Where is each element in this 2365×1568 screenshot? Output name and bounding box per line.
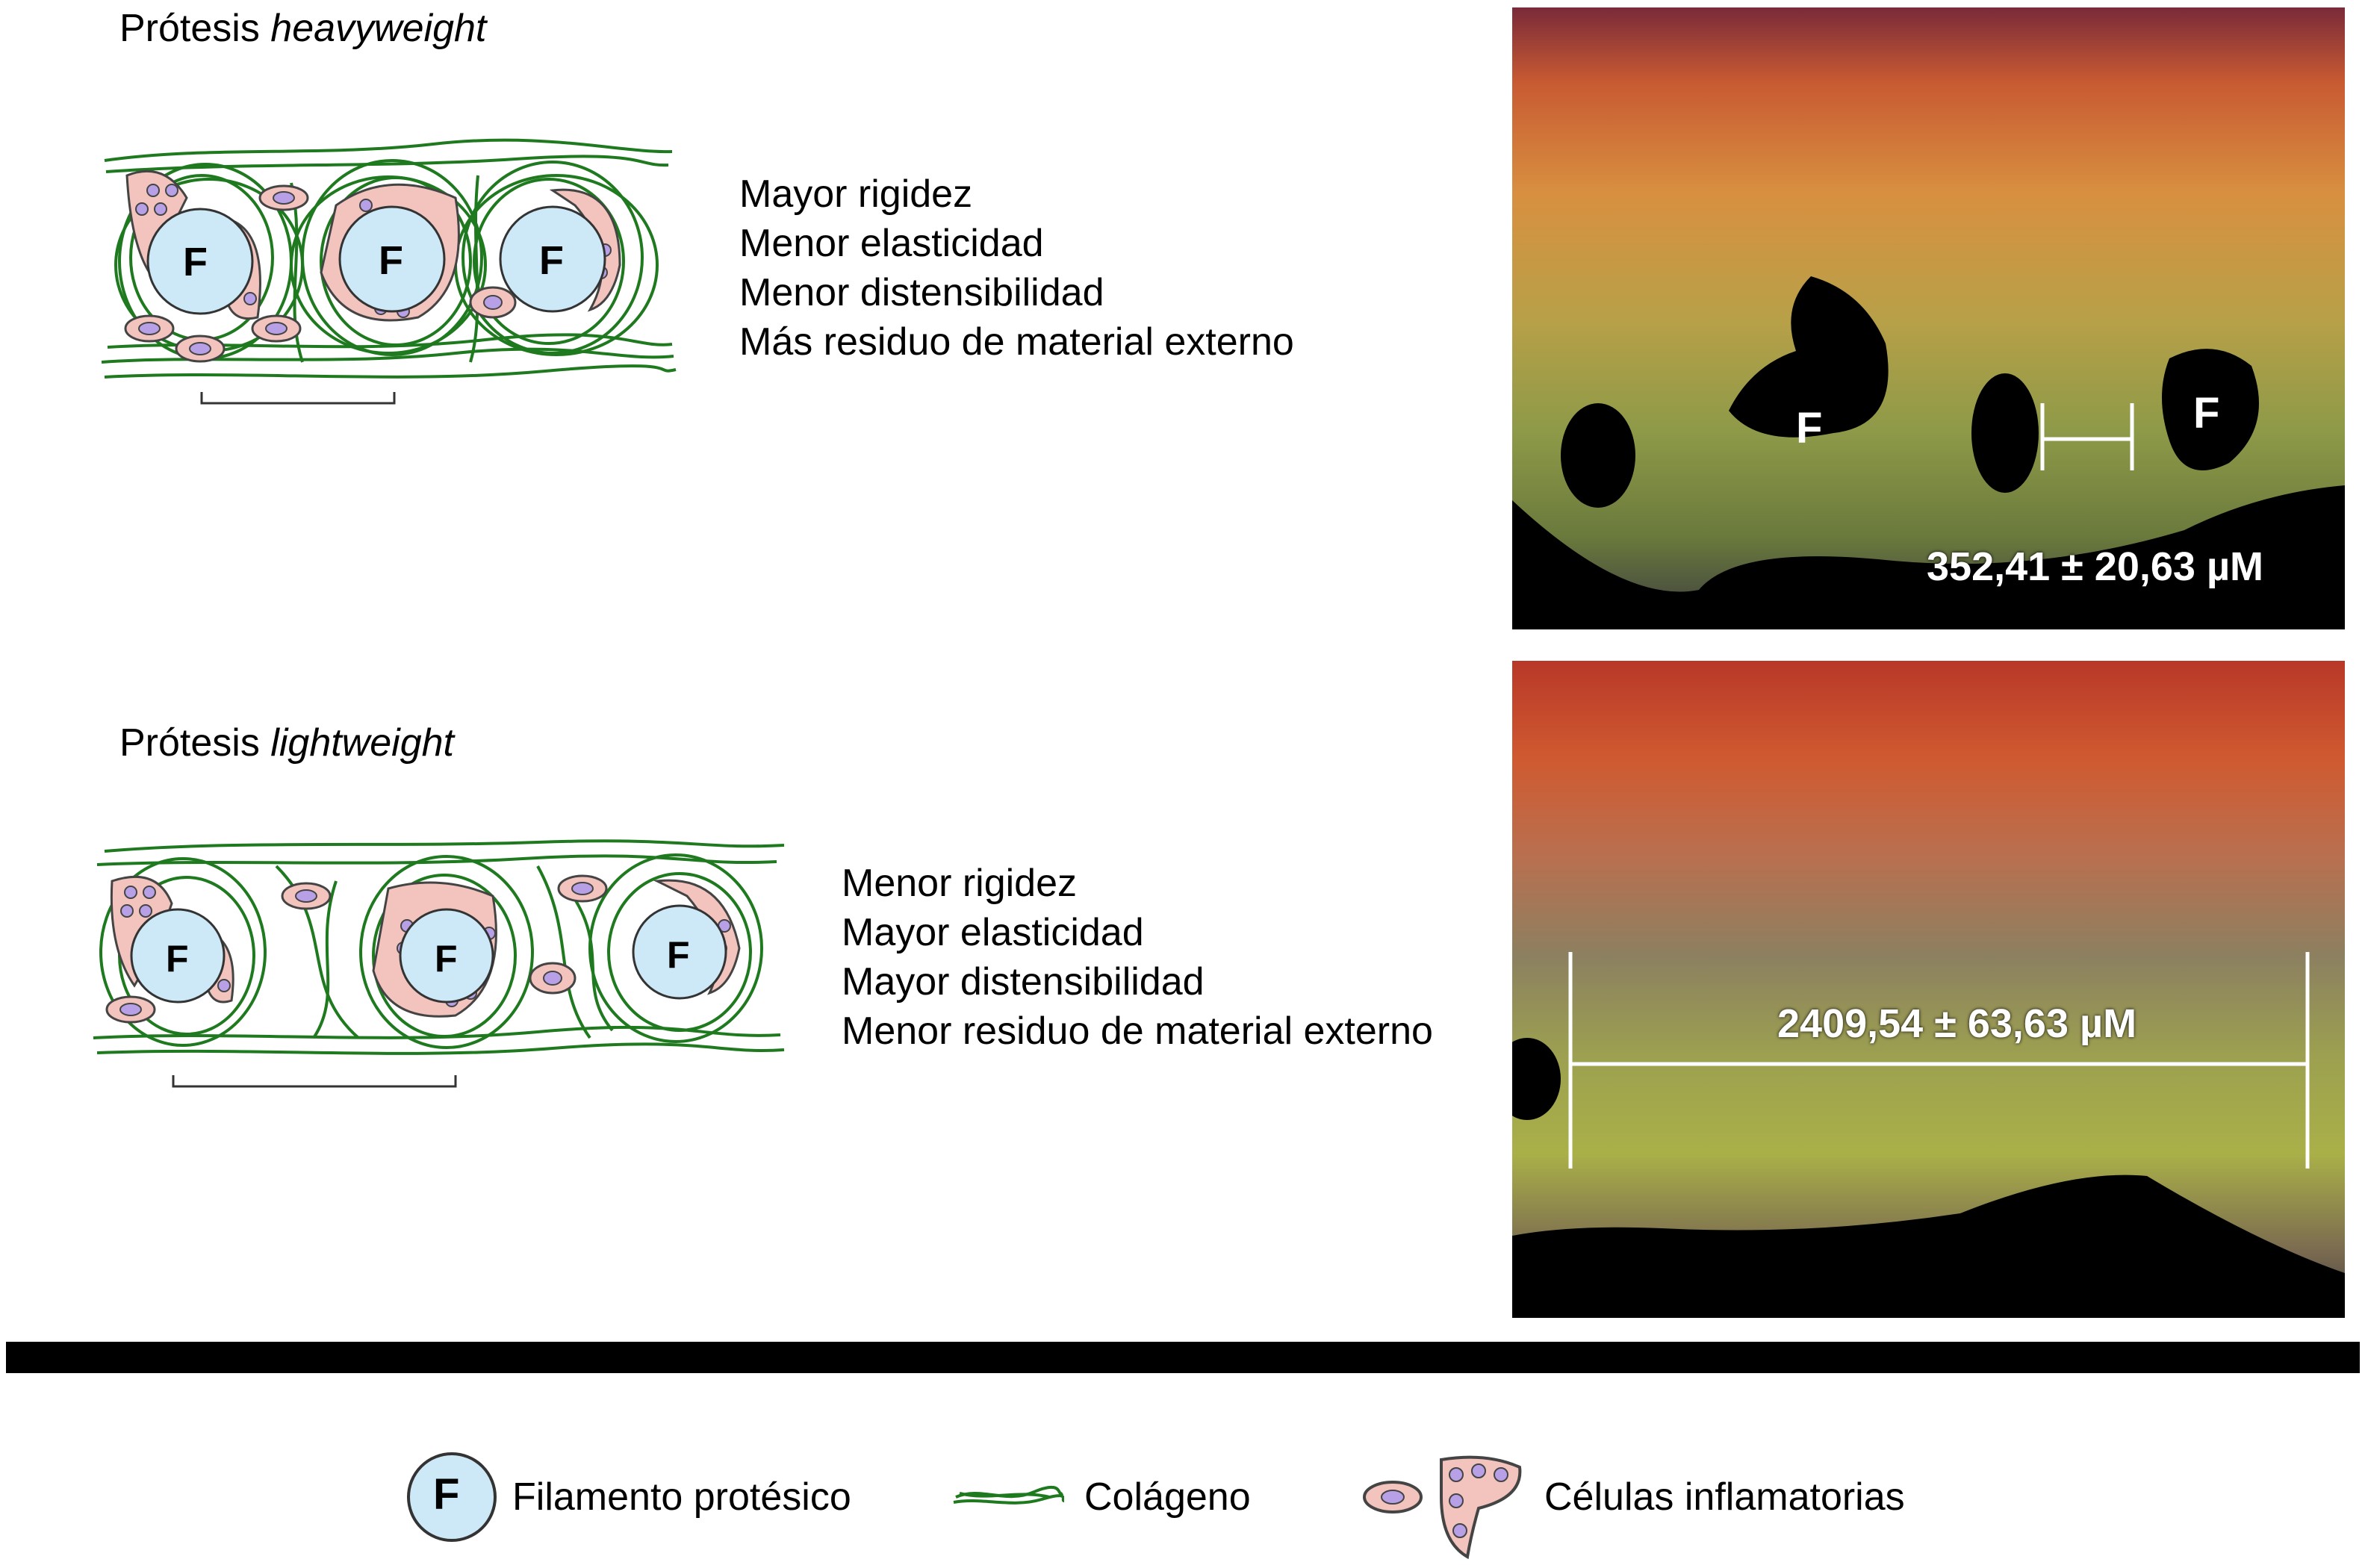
legend: F Filamento protésico Colágeno Células i… — [0, 1419, 2365, 1568]
heavyweight-micrograph: F F 352,41 ± 20,63 µM — [1512, 7, 2345, 629]
spacing-measure-line — [1570, 952, 2307, 1169]
legend-divider — [6, 1342, 2360, 1373]
filament-legend-symbol: F — [433, 1469, 459, 1519]
legend-filament-label: Filamento protésico — [512, 1475, 851, 1519]
collagen-legend-icon — [952, 1478, 1064, 1516]
property-item: Menor rigidez — [842, 859, 1433, 908]
measurement-label: 2409,54 ± 63,63 µM — [1777, 1001, 2136, 1047]
property-item: Menor elasticidad — [739, 219, 1294, 268]
lightweight-properties: Menor rigidez Mayor elasticidad Mayor di… — [842, 859, 1433, 1056]
lightweight-micrograph: 2409,54 ± 63,63 µM — [1512, 661, 2345, 1318]
filament-label: F — [2193, 388, 2219, 438]
property-item: Menor distensibilidad — [739, 268, 1294, 317]
lightweight-title: Prótesis lightweight — [119, 721, 454, 765]
spacing-bracket — [173, 1075, 456, 1086]
legend-cells-label: Células inflamatorias — [1544, 1475, 1905, 1519]
heavyweight-title: Prótesis heavyweight — [119, 6, 486, 51]
property-item: Menor residuo de material externo — [842, 1007, 1433, 1056]
filament-label: F — [183, 239, 208, 285]
legend-collagen-label: Colágeno — [1084, 1475, 1251, 1519]
heavyweight-properties: Mayor rigidez Menor elasticidad Menor di… — [739, 169, 1294, 367]
measurement-label: 352,41 ± 20,63 µM — [1927, 544, 2263, 590]
property-item: Mayor elasticidad — [842, 908, 1433, 957]
cells-legend-icon — [1359, 1452, 1531, 1564]
property-item: Mayor distensibilidad — [842, 957, 1433, 1007]
filament-label: F — [539, 237, 564, 284]
filament-label: F — [667, 933, 690, 977]
spacing-bracket — [202, 392, 394, 403]
filament-label: F — [379, 237, 403, 284]
filament-label: F — [166, 937, 189, 980]
prosthetic-filaments — [148, 207, 605, 314]
property-item: Más residuo de material externo — [739, 317, 1294, 367]
filament-label: F — [435, 937, 458, 980]
property-item: Mayor rigidez — [739, 169, 1294, 219]
filament-label: F — [1796, 403, 1822, 453]
spacing-measure-line — [2042, 403, 2132, 470]
